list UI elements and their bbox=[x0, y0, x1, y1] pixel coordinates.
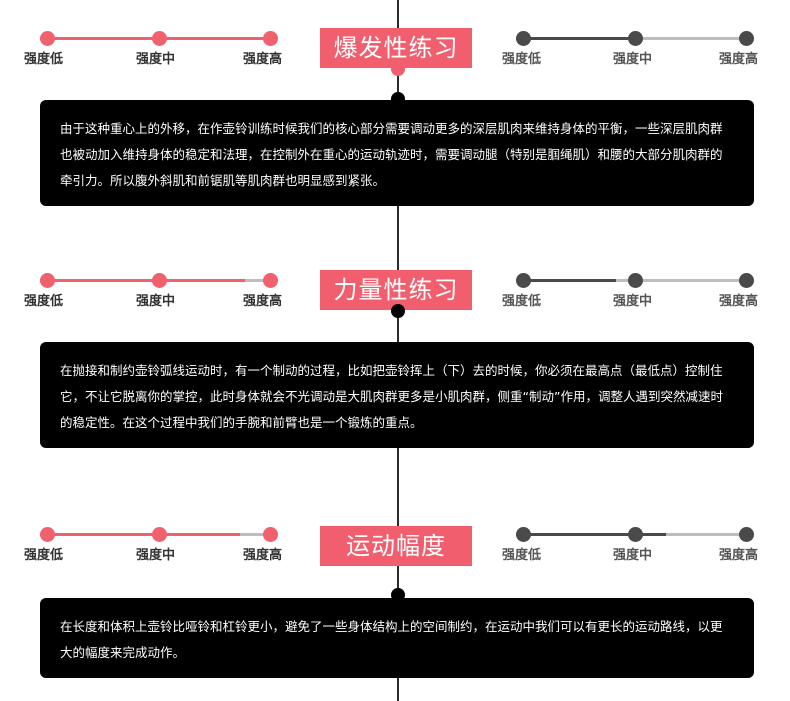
label-high: 强度高 bbox=[719, 52, 759, 67]
description-box: 在长度和体积上壶铃比哑铃和杠铃更小，避免了一些身体结构上的空间制约，在运动中我们… bbox=[40, 598, 754, 678]
intensity-scale-right: 强度低 强度中 强度高 bbox=[502, 527, 766, 563]
timeline-dot bbox=[391, 304, 405, 318]
scale-dot-high bbox=[739, 31, 754, 46]
scale-dot-low bbox=[516, 527, 531, 542]
label-low: 强度低 bbox=[24, 548, 64, 563]
label-mid: 强度中 bbox=[613, 52, 653, 67]
scale-dot-mid bbox=[628, 31, 643, 46]
scale-dot-high bbox=[739, 273, 754, 288]
section-title: 力量性练习 bbox=[320, 270, 472, 310]
intensity-scale-left: 强度低 强度中 强度高 bbox=[24, 527, 290, 563]
label-low: 强度低 bbox=[502, 52, 542, 67]
label-high: 强度高 bbox=[243, 52, 283, 67]
scale-dot-mid bbox=[152, 273, 167, 288]
scale-fill bbox=[516, 533, 666, 536]
label-high: 强度高 bbox=[719, 294, 759, 309]
label-high: 强度高 bbox=[719, 548, 759, 563]
section-title: 运动幅度 bbox=[320, 526, 472, 566]
scale-dot-high bbox=[263, 31, 278, 46]
scale-dot-high bbox=[739, 527, 754, 542]
label-low: 强度低 bbox=[502, 294, 542, 309]
label-low: 强度低 bbox=[24, 294, 64, 309]
scale-fill bbox=[40, 279, 245, 282]
scale-dot-low bbox=[516, 31, 531, 46]
scale-dot-high bbox=[263, 527, 278, 542]
label-mid: 强度中 bbox=[613, 294, 653, 309]
scale-dot-mid bbox=[152, 31, 167, 46]
scale-dot-low bbox=[516, 273, 531, 288]
label-mid: 强度中 bbox=[136, 548, 176, 563]
label-mid: 强度中 bbox=[613, 548, 653, 563]
description-box: 在抛接和制约壶铃弧线运动时，有一个制动的过程，比如把壶铃挥上（下）去的时候，你必… bbox=[40, 342, 754, 448]
scale-dot-low bbox=[40, 31, 55, 46]
section-title: 爆发性练习 bbox=[320, 28, 472, 68]
scale-dot-mid bbox=[152, 527, 167, 542]
label-mid: 强度中 bbox=[136, 294, 176, 309]
intensity-scale-right: 强度低 强度中 强度高 bbox=[502, 273, 766, 309]
scale-dot-high bbox=[263, 273, 278, 288]
scale-dot-low bbox=[40, 527, 55, 542]
description-box: 由于这种重心上的外移，在作壶铃训练时候我们的核心部分需要调动更多的深层肌肉来维持… bbox=[40, 100, 754, 206]
intensity-scale-left: 强度低 强度中 强度高 bbox=[24, 273, 290, 309]
label-low: 强度低 bbox=[502, 548, 542, 563]
scale-fill bbox=[516, 37, 628, 40]
label-low: 强度低 bbox=[24, 52, 64, 67]
intensity-scale-left: 强度低 强度中 强度高 bbox=[24, 31, 290, 67]
scale-fill bbox=[40, 533, 240, 536]
scale-dot-mid bbox=[628, 527, 643, 542]
label-high: 强度高 bbox=[243, 548, 283, 563]
scale-fill bbox=[516, 279, 616, 282]
intensity-scale-right: 强度低 强度中 强度高 bbox=[502, 31, 766, 67]
scale-dot-mid bbox=[628, 273, 643, 288]
timeline-dot-accent bbox=[391, 62, 405, 76]
scale-dot-low bbox=[40, 273, 55, 288]
label-mid: 强度中 bbox=[136, 52, 176, 67]
label-high: 强度高 bbox=[243, 294, 283, 309]
